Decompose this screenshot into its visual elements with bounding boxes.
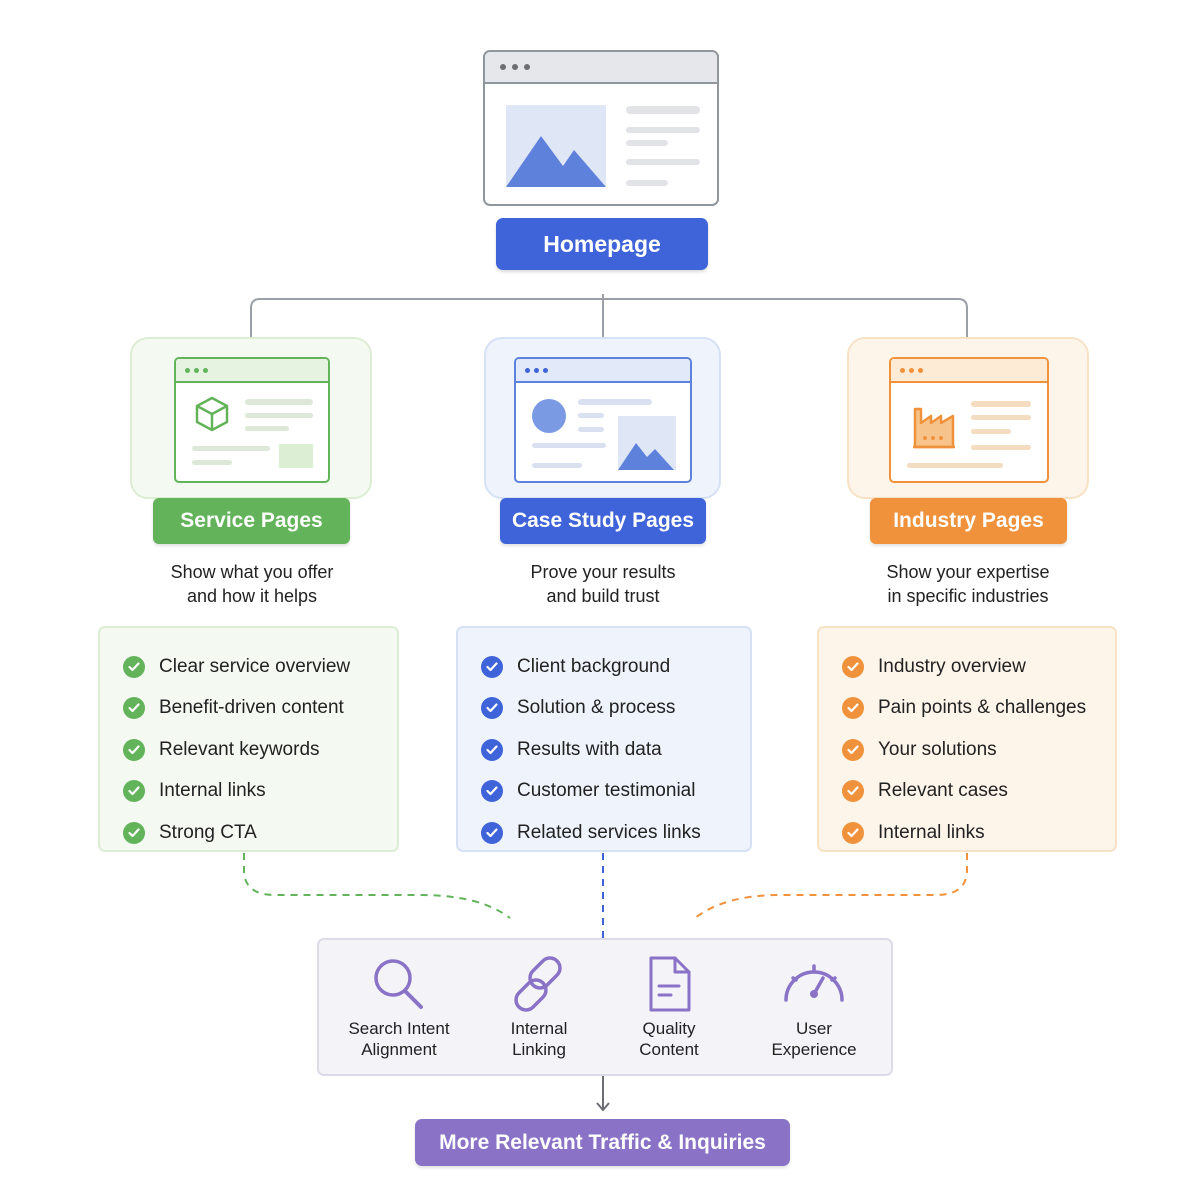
dashed-connector-green <box>243 853 511 919</box>
checklist-item-label: Related services links <box>517 821 701 843</box>
checklist-item: Internal links <box>100 771 397 813</box>
checklist-item-label: Customer testimonial <box>517 780 696 802</box>
service-pages-title: Service Pages <box>153 498 350 544</box>
check-icon <box>842 738 864 761</box>
down-arrow <box>596 1076 610 1112</box>
check-icon <box>481 655 503 678</box>
check-icon <box>123 697 145 720</box>
check-icon <box>481 780 503 803</box>
check-icon <box>123 780 145 803</box>
checklist-item-label: Client background <box>517 655 671 677</box>
image-placeholder-icon <box>506 105 700 187</box>
result-banner: More Relevant Traffic & Inquiries <box>415 1119 790 1166</box>
service-pages-illustration <box>130 337 372 499</box>
tree-connector <box>250 294 968 337</box>
cube-icon <box>192 396 313 468</box>
checklist-item: Relevant keywords <box>100 729 397 771</box>
document-icon <box>649 956 691 1012</box>
checklist-item-label: Clear service overview <box>159 655 351 677</box>
check-icon <box>842 655 864 678</box>
link-icon <box>514 956 562 1012</box>
checklist-item-label: Pain points & challenges <box>878 697 1087 719</box>
checklist-item: Internal links <box>819 812 1115 854</box>
window-title-bar <box>485 52 717 84</box>
checklist-item-label: Internal links <box>878 821 985 843</box>
case-study-pages-title: Case Study Pages <box>500 498 706 544</box>
case-study-window <box>514 357 692 483</box>
checklist-item-label: Relevant cases <box>878 780 1008 802</box>
gauge-icon <box>784 964 844 1002</box>
checklist-item: Industry overview <box>819 646 1115 688</box>
checklist-item: Pain points & challenges <box>819 688 1115 730</box>
checklist-item: Benefit-driven content <box>100 688 397 730</box>
checklist-item: Client background <box>458 646 750 688</box>
dashed-connector-orange <box>694 853 968 919</box>
industry-window <box>889 357 1049 483</box>
checklist-item-label: Solution & process <box>517 697 676 719</box>
checklist-item: Results with data <box>458 729 750 771</box>
checklist-item-label: Internal links <box>159 780 266 802</box>
checklist-item-label: Results with data <box>517 738 662 760</box>
window-dot <box>500 64 506 70</box>
checklist-item-label: Strong CTA <box>159 821 257 843</box>
checklist-item: Customer testimonial <box>458 771 750 813</box>
case-study-pages-illustration <box>484 337 721 499</box>
check-icon <box>123 738 145 761</box>
checklist-item: Your solutions <box>819 729 1115 771</box>
checklist-item: Strong CTA <box>100 812 397 854</box>
homepage-window-illustration <box>483 50 719 206</box>
industry-pages-illustration <box>847 337 1089 499</box>
window-dot <box>512 64 518 70</box>
checklist-item: Solution & process <box>458 688 750 730</box>
search-icon <box>374 959 423 1009</box>
check-icon <box>842 697 864 720</box>
checklist-item-label: Benefit-driven content <box>159 697 344 719</box>
checklist-item-label: Your solutions <box>878 738 997 760</box>
checklist-item-label: Relevant keywords <box>159 738 320 760</box>
homepage-node: Homepage <box>496 218 708 270</box>
check-icon <box>123 655 145 678</box>
checklist-item: Related services links <box>458 812 750 854</box>
check-icon <box>481 738 503 761</box>
window-dot <box>524 64 530 70</box>
checklist-item: Relevant cases <box>819 771 1115 813</box>
check-icon <box>481 821 503 844</box>
check-icon <box>481 697 503 720</box>
checklist-item: Clear service overview <box>100 646 397 688</box>
industry-pages-title: Industry Pages <box>870 498 1067 544</box>
factory-icon <box>907 401 1031 468</box>
check-icon <box>842 780 864 803</box>
service-window <box>174 357 330 483</box>
check-icon <box>842 821 864 844</box>
checklist-item-label: Industry overview <box>878 655 1026 677</box>
check-icon <box>123 821 145 844</box>
image-icon <box>532 399 676 470</box>
